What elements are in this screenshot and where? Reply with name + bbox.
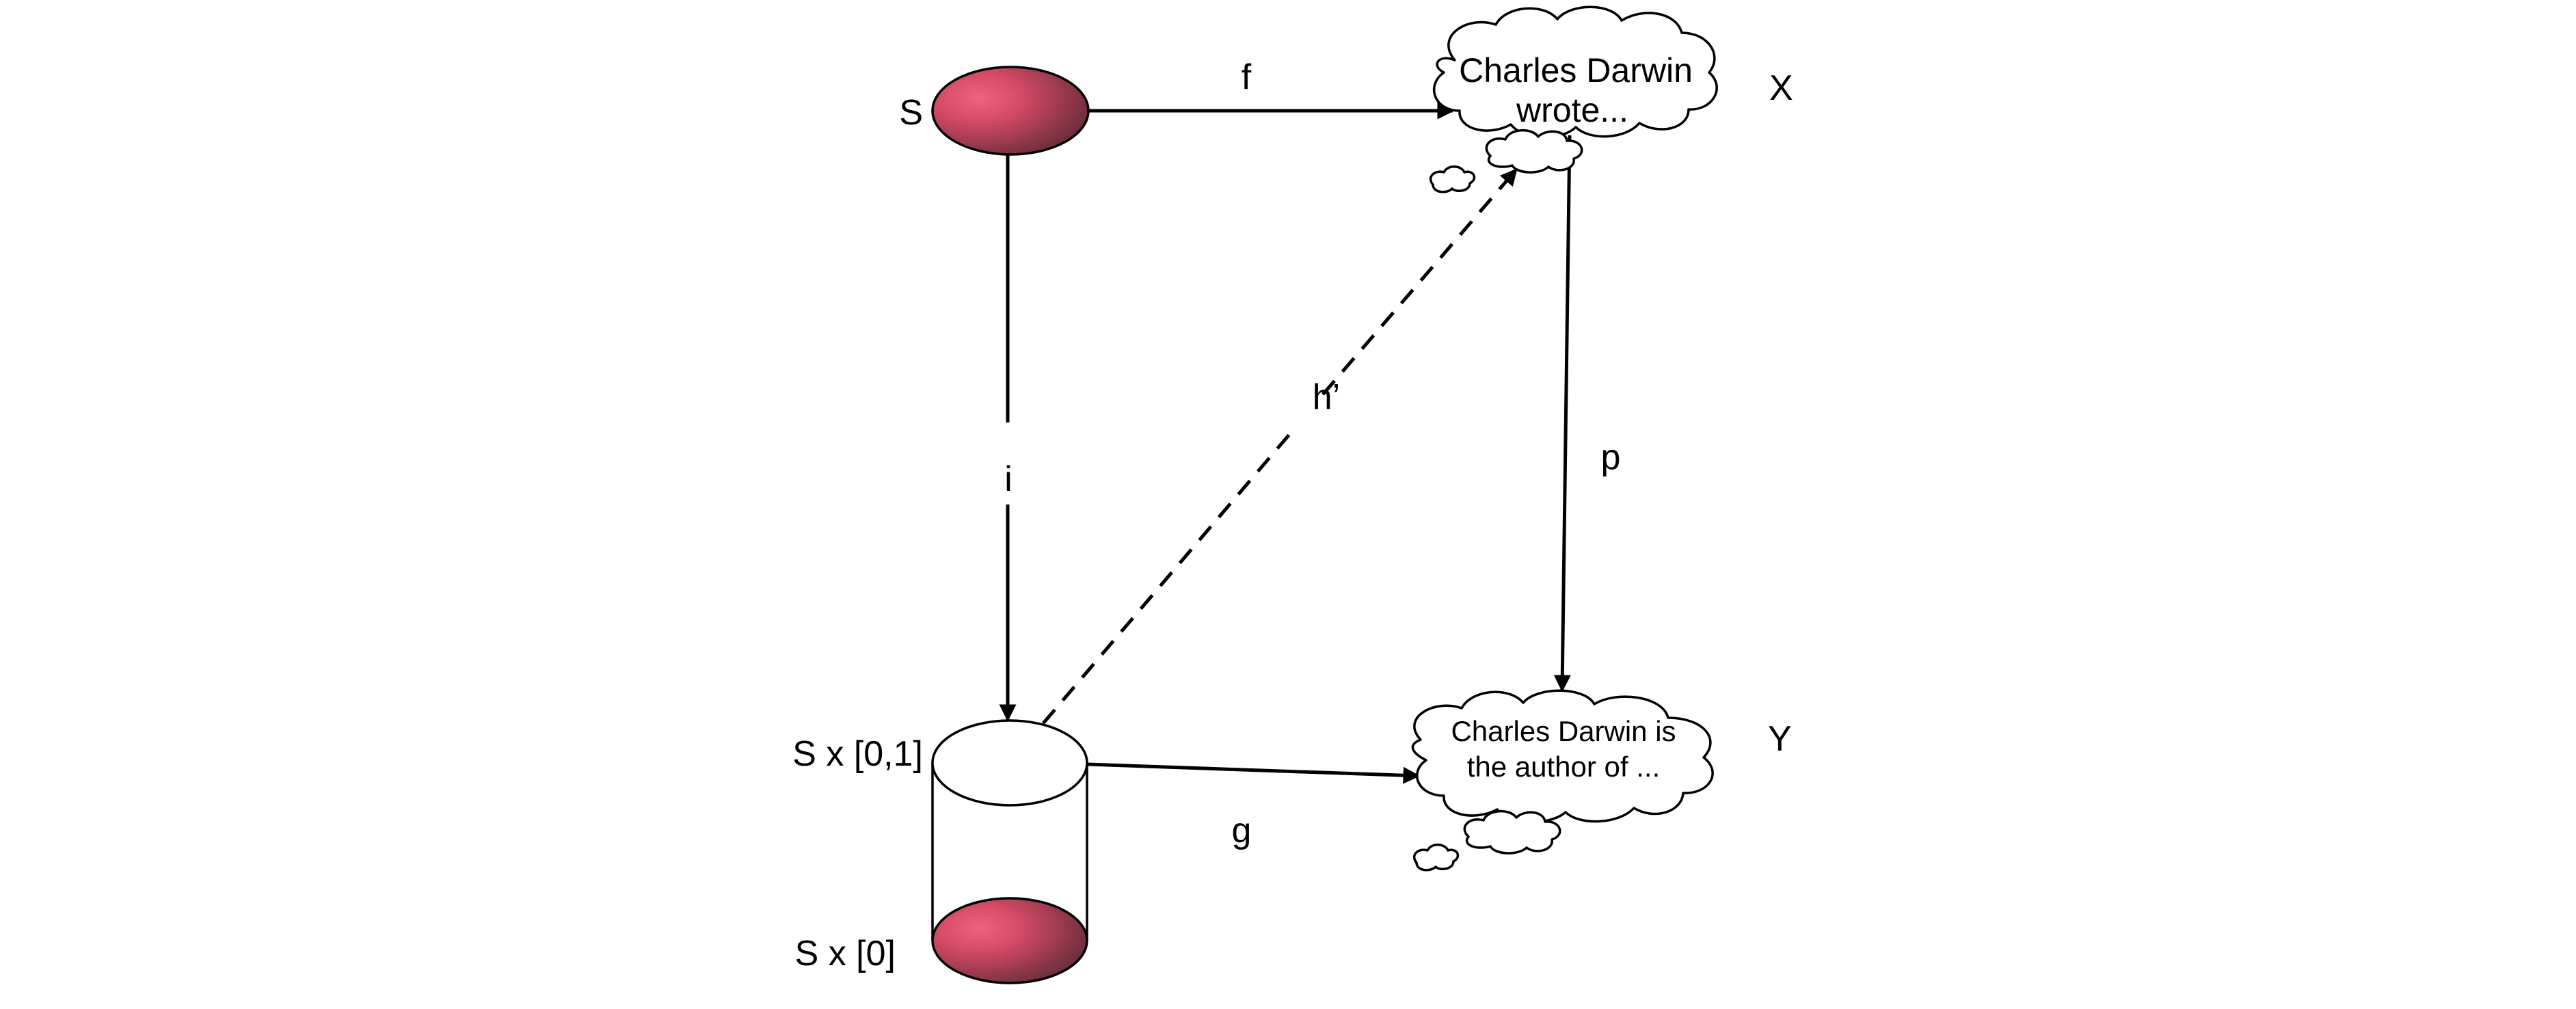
cloud-x-text-line1: Charles Darwin [1459,51,1693,90]
edge-p-label: p [1601,438,1621,477]
edge-h-upper [1321,168,1518,396]
node-x-cloud [1429,5,1718,193]
cylinder-bottom-label: S x [0] [795,934,896,973]
node-y-label: Y [1768,719,1792,759]
edge-h-label: h’ [1313,377,1340,417]
cloud-y-text-line2: the author of ... [1467,751,1661,783]
node-s-label: S [899,93,923,133]
edge-p [1553,135,1572,692]
cylinder-top-label: S x [0,1] [792,734,923,774]
edge-g-label: g [1232,811,1252,850]
node-y-cloud [1411,689,1714,872]
edge-i-label: i [1004,459,1012,499]
cylinder-top-ellipse [931,719,1088,807]
node-x-label: X [1769,68,1793,108]
node-s-ellipse [931,66,1090,156]
edge-f-label: f [1242,57,1252,97]
edge-g [1086,762,1421,784]
node-cylinder [931,719,1088,984]
edge-h-lower [1042,426,1297,725]
cylinder-bottom-ellipse [931,897,1088,984]
cloud-x-text-line2: wrote... [1516,91,1628,129]
cloud-y-text-line1: Charles Darwin is [1451,715,1676,747]
